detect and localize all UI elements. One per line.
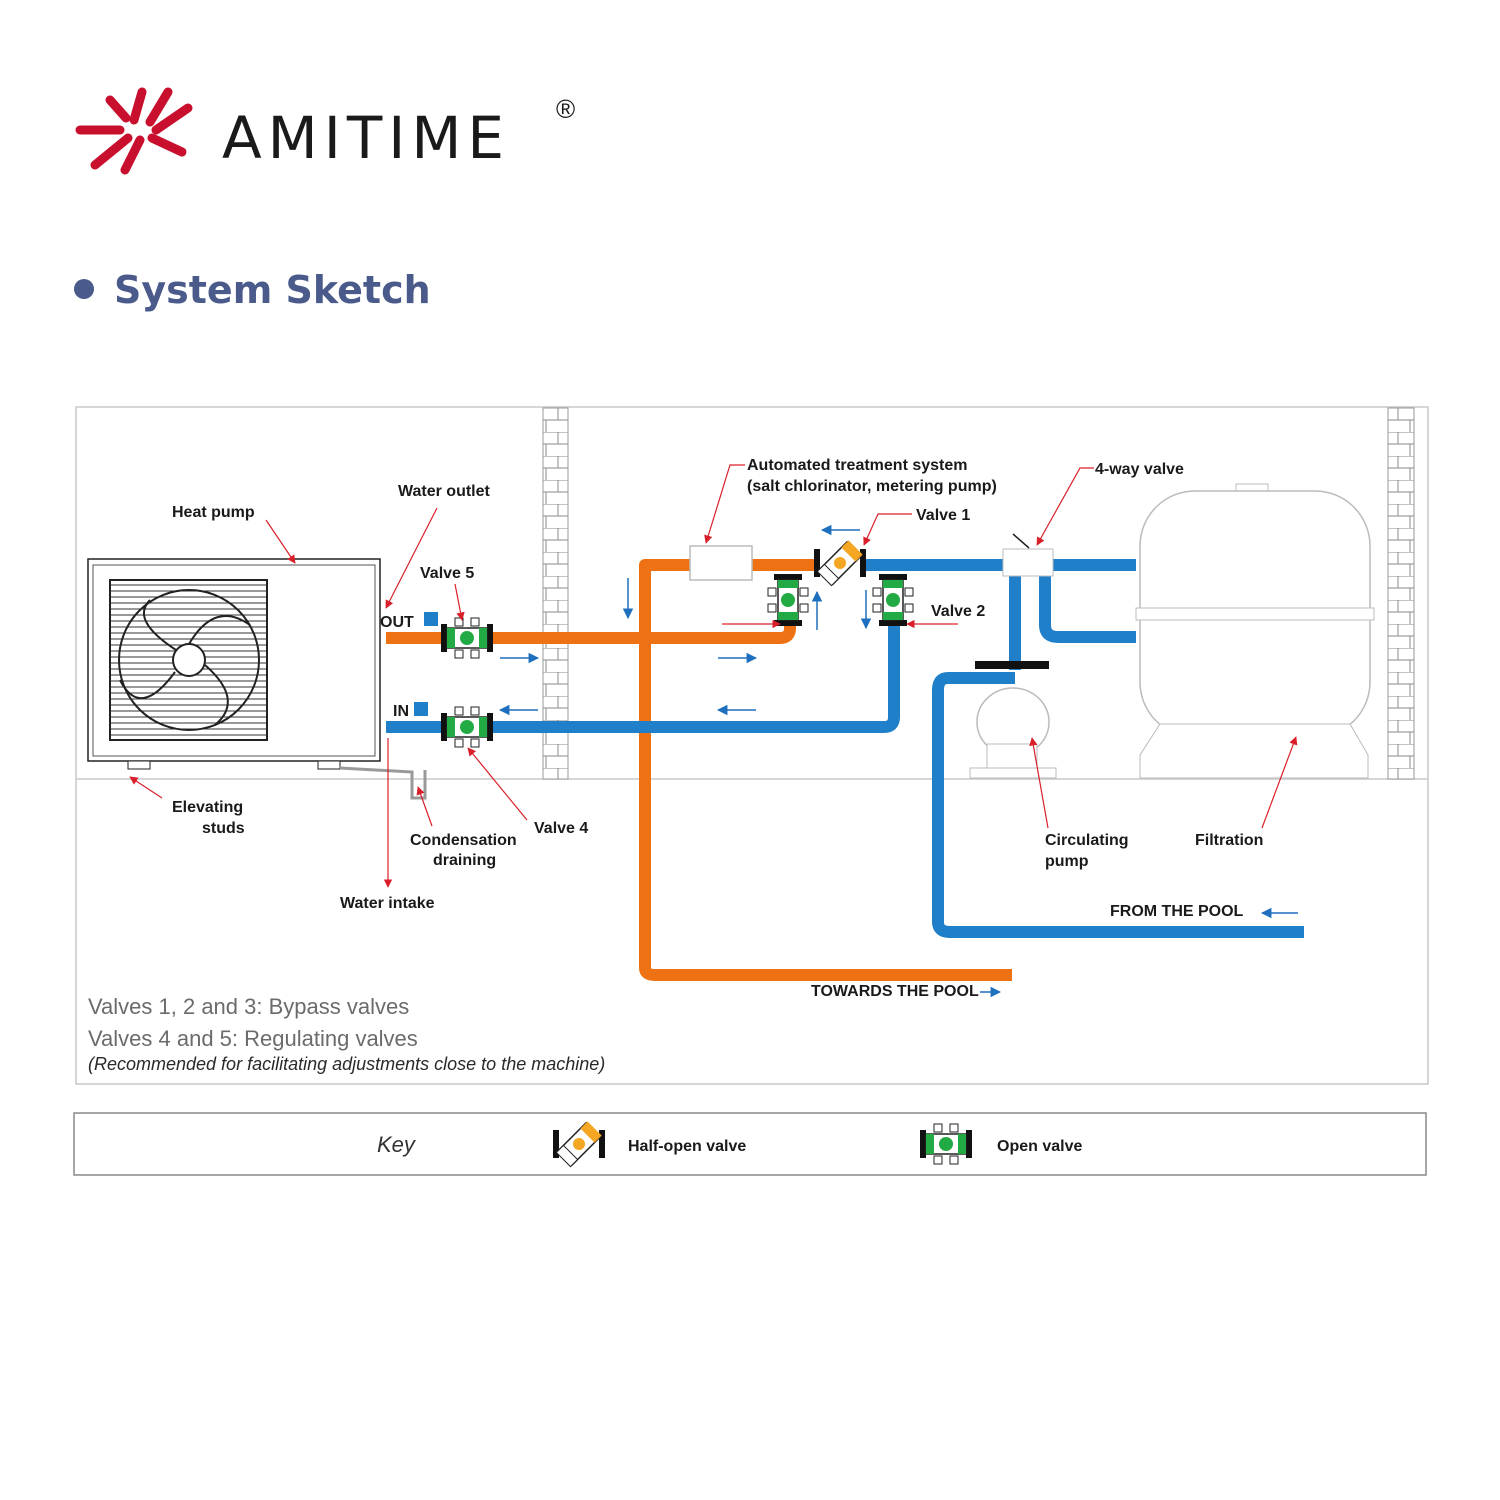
label-four-way-valve: 4-way valve [1095,461,1184,478]
label-circulating-line2: pump [1045,853,1089,870]
section-bullet-icon [74,279,94,299]
label-condensation-line2: draining [433,852,496,869]
filtration-tank [1135,483,1375,779]
label-filtration: Filtration [1195,832,1263,849]
out-tag: OUT [380,614,414,631]
section-title: System Sketch [114,268,431,312]
brick-wall-left [542,407,569,780]
key-title: Key [377,1132,417,1157]
elevating-stud-right [317,760,341,770]
out-flag-icon [424,612,438,626]
elevating-stud-left [127,760,151,770]
label-valve-1: Valve 1 [916,507,970,524]
label-water-intake: Water intake [340,895,435,912]
four-way-valve-handle [1012,533,1030,549]
note-bypass-valves: Valves 1, 2 and 3: Bypass valves [88,994,409,1019]
label-treatment-line1: Automated treatment system [747,457,968,474]
label-elevating-studs-line1: Elevating [172,799,243,816]
in-flag-icon [414,702,428,716]
heat-pump-unit [87,558,427,800]
four-way-valve [1002,548,1054,577]
label-condensation-line1: Condensation [410,832,517,849]
key-open-label: Open valve [997,1138,1082,1155]
note-regulating-valves: Valves 4 and 5: Regulating valves [88,1026,418,1051]
cold-water-pipes [386,559,1304,938]
brand-name: AMITIME [222,104,510,172]
label-valve-5: Valve 5 [420,565,474,582]
note-recommendation: (Recommended for facilitating adjustment… [88,1054,605,1074]
label-valve-4: Valve 4 [534,820,588,837]
label-circulating-line1: Circulating [1045,832,1129,849]
registered-mark: ® [556,94,575,124]
label-water-outlet: Water outlet [398,483,491,500]
amitime-logo: AMITIME ® [75,87,575,175]
label-treatment-line2: (salt chlorinator, metering pump) [747,478,997,495]
label-elevating-studs-line2: studs [202,820,245,837]
fan-icon [118,589,260,731]
logo-burst-icon [75,87,193,175]
brick-wall-right [1387,407,1415,780]
label-towards-pool: TOWARDS THE POOL [811,983,979,1000]
key-box [73,1112,1427,1176]
flow-arrows [498,524,1298,998]
pointer-lines [129,464,1298,888]
label-from-pool: FROM THE POOL [1110,903,1244,920]
hot-water-pipes [386,559,1012,981]
treatment-system-box [689,545,753,581]
label-heat-pump: Heat pump [172,504,255,521]
key-half-open-label: Half-open valve [628,1138,746,1155]
label-valve-2: Valve 2 [931,603,985,620]
in-tag: IN [393,703,409,720]
